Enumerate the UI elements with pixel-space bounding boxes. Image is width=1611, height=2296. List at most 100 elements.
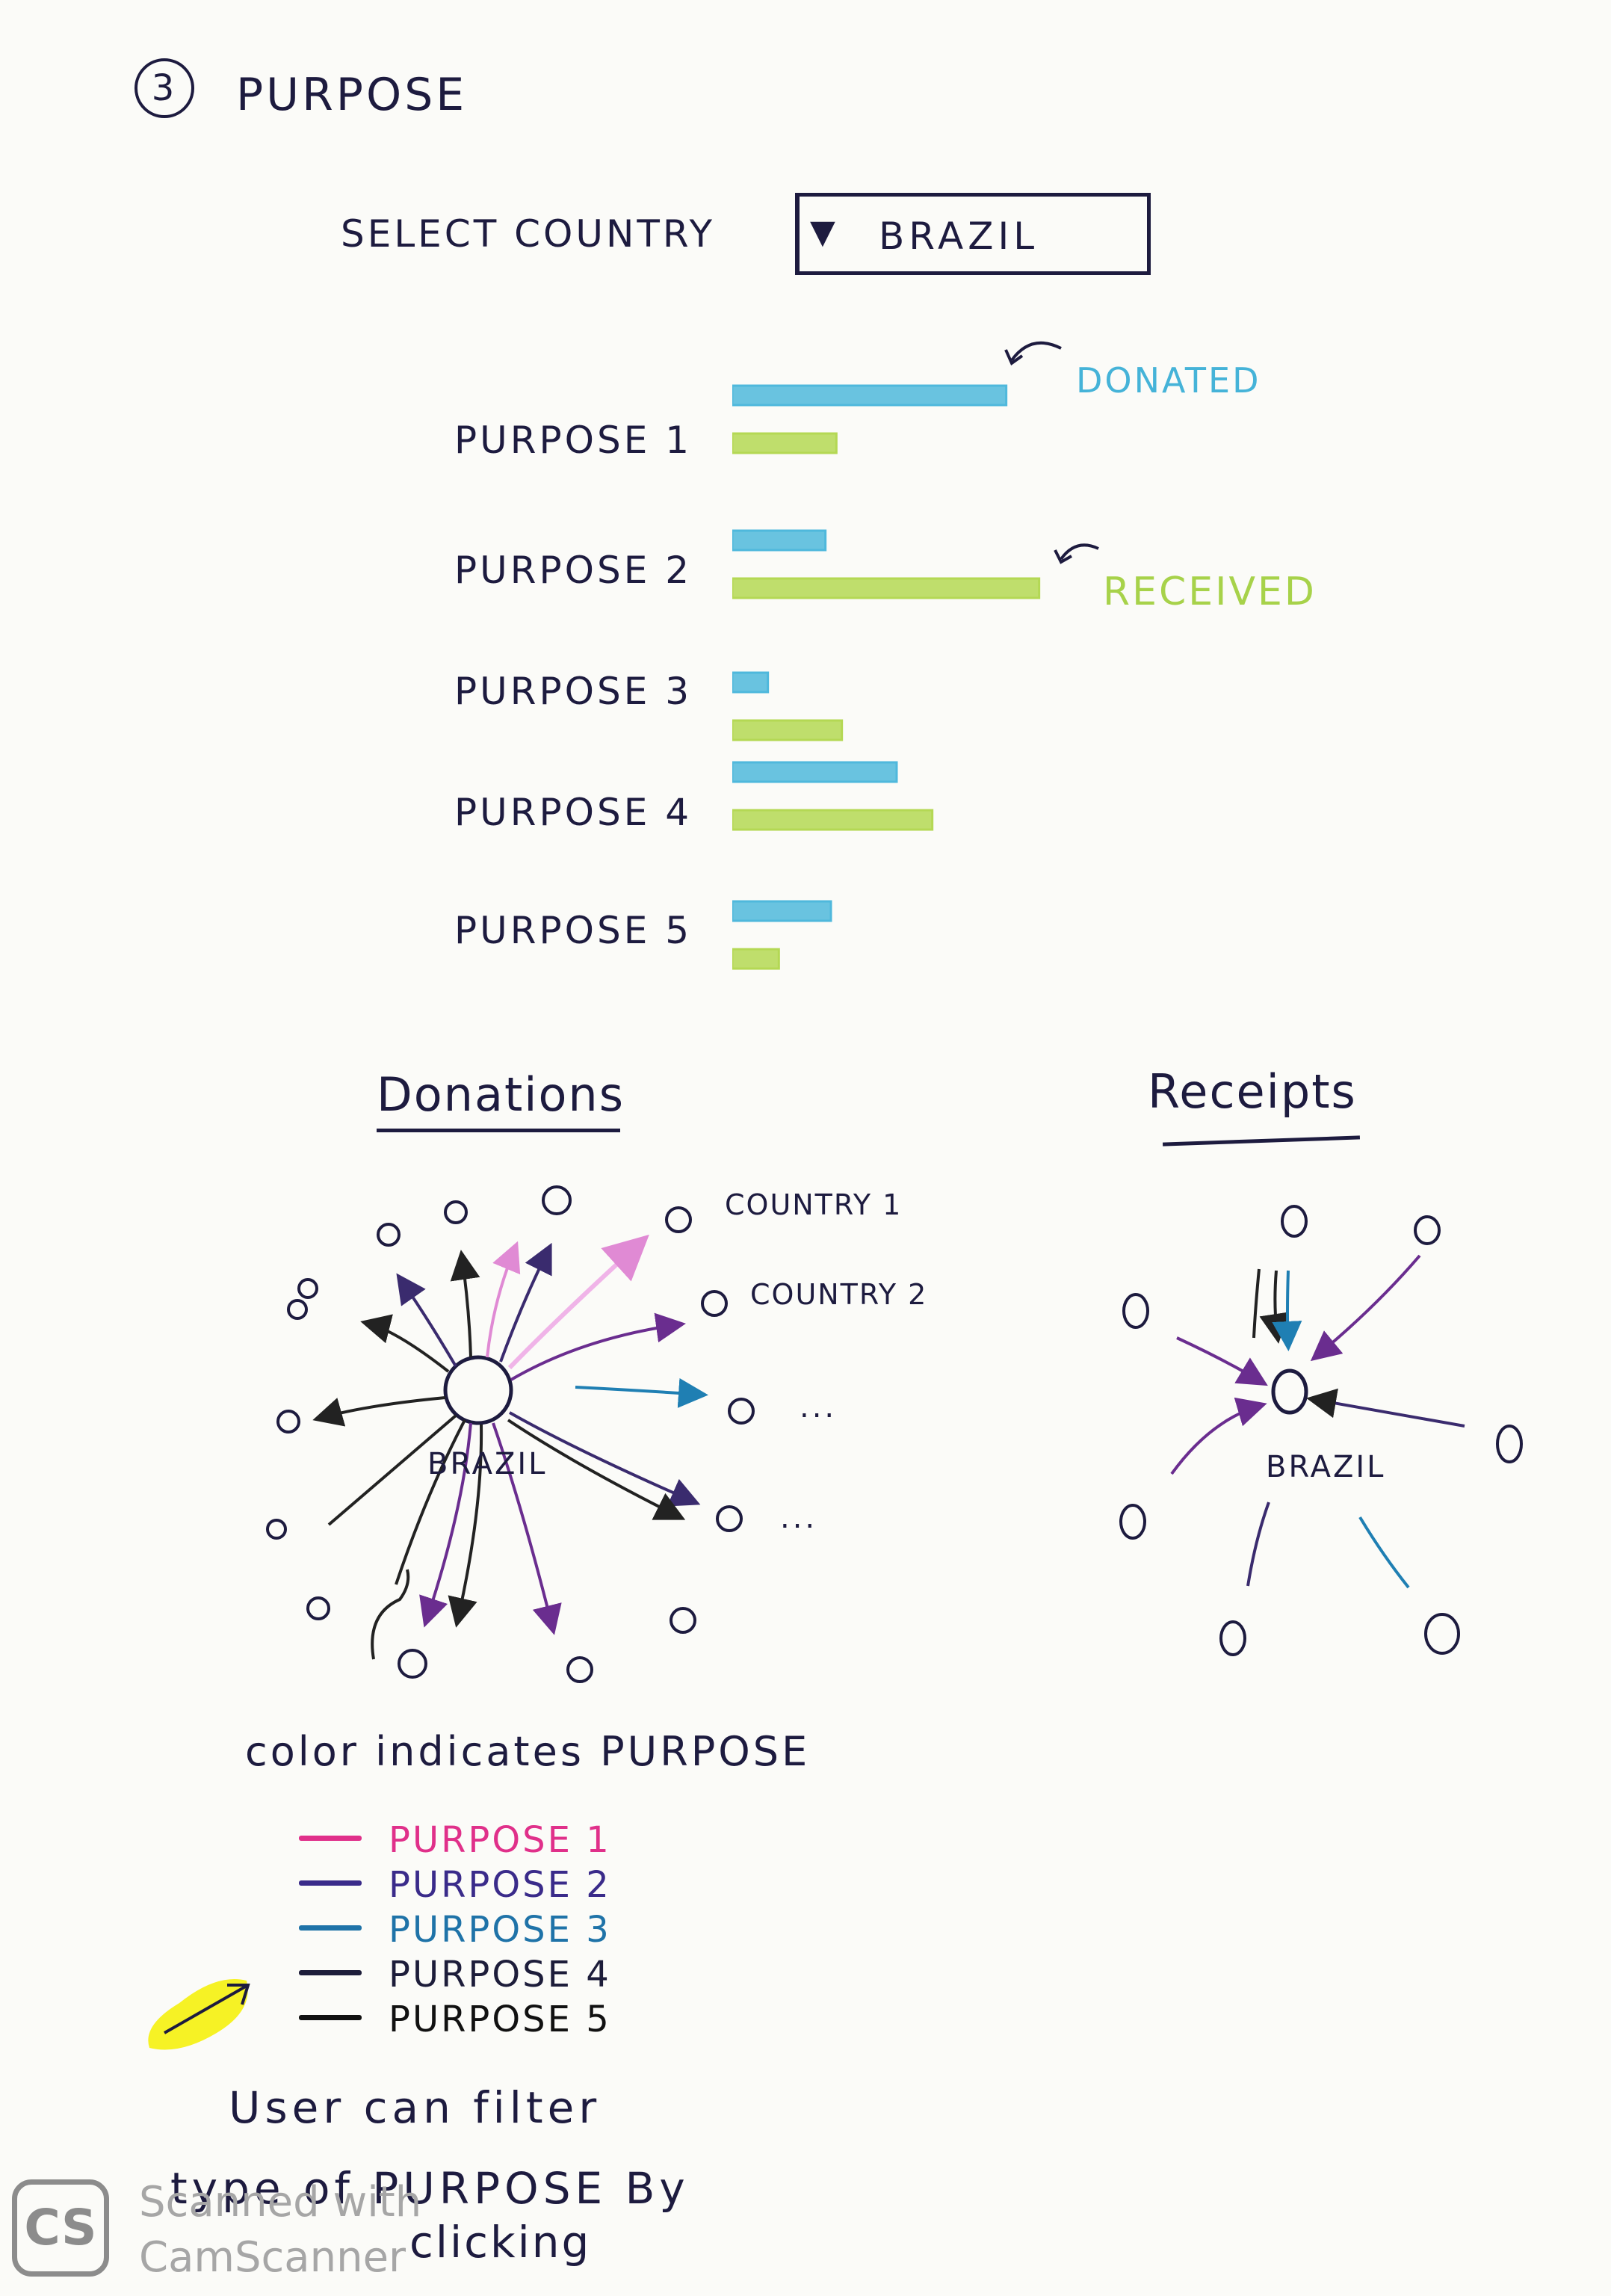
receipt-edge[interactable]	[1259, 1270, 1290, 1344]
country-node[interactable]	[1122, 1293, 1149, 1329]
donated-bar[interactable]	[732, 384, 1008, 407]
country-node[interactable]	[1496, 1425, 1523, 1463]
country-label: COUNTRY 2	[750, 1278, 928, 1311]
received-annotation: RECEIVED	[1103, 570, 1317, 614]
receipt-edge[interactable]	[1306, 1388, 1465, 1428]
country-node[interactable]	[276, 1410, 300, 1434]
received-bar[interactable]	[732, 577, 1041, 599]
bar-category-label: PURPOSE 3	[454, 670, 693, 713]
receipt-edge[interactable]	[1246, 1502, 1270, 1587]
donation-edge[interactable]	[396, 1273, 457, 1368]
purpose-bar-chart	[732, 384, 1041, 970]
donated-bar[interactable]	[732, 529, 827, 552]
receipts-title-underline	[1162, 1135, 1361, 1147]
pointer-arrow-icon	[148, 1979, 250, 2050]
country-node[interactable]	[377, 1223, 401, 1247]
bar-category-label: PURPOSE 1	[454, 419, 693, 462]
donation-edge[interactable]	[312, 1396, 446, 1427]
donation-edge[interactable]	[395, 1419, 466, 1585]
received-bar[interactable]	[732, 809, 934, 831]
country-node[interactable]	[398, 1649, 427, 1679]
donations-network-diagram	[266, 1185, 755, 1683]
donation-edge[interactable]	[507, 1419, 686, 1520]
country-node[interactable]	[542, 1185, 572, 1215]
donated-bar[interactable]	[732, 900, 832, 922]
country-node[interactable]	[1219, 1620, 1246, 1656]
donated-bar[interactable]	[732, 761, 898, 783]
legend-item-purpose-5[interactable]: PURPOSE 5	[299, 1999, 672, 2040]
country-node[interactable]	[287, 1299, 308, 1320]
receipt-edge[interactable]	[1252, 1268, 1261, 1339]
country-select-dropdown[interactable]: ▼ BRAZIL	[795, 193, 1151, 275]
dropdown-caret-icon: ▼	[810, 213, 838, 251]
page-number-badge: 3	[134, 58, 194, 118]
selected-country-value: BRAZIL	[879, 215, 1039, 258]
legend-item-purpose-4[interactable]: PURPOSE 4	[299, 1954, 672, 1996]
received-bar[interactable]	[732, 948, 780, 970]
country-node[interactable]	[566, 1656, 593, 1683]
receipt-edge[interactable]	[1176, 1336, 1268, 1386]
legend-item-purpose-3[interactable]: PURPOSE 3	[299, 1909, 672, 1951]
donation-edge[interactable]	[575, 1377, 708, 1408]
legend-label: PURPOSE 3	[389, 1909, 611, 1951]
received-bar[interactable]	[732, 432, 838, 454]
donated-pointer-arrow-icon	[1004, 341, 1062, 366]
receipt-edge[interactable]	[1310, 1254, 1421, 1362]
donations-section-title: Donations	[377, 1067, 625, 1122]
country-node[interactable]	[665, 1206, 692, 1233]
brazil-center-node[interactable]	[443, 1355, 513, 1425]
receipt-edge[interactable]	[1272, 1270, 1302, 1351]
donation-edge[interactable]	[492, 1422, 562, 1635]
brazil-center-node[interactable]	[1271, 1368, 1308, 1415]
color-legend-note: color indicates PURPOSE	[245, 1728, 811, 1775]
filter-note-line2: type of PURPOSE By	[170, 2163, 690, 2214]
receipt-edge[interactable]	[1170, 1397, 1267, 1475]
receipts-network-diagram	[1119, 1205, 1523, 1656]
received-bar[interactable]	[732, 719, 844, 741]
donated-bar[interactable]	[732, 671, 770, 694]
donations-title-underline	[377, 1129, 620, 1132]
receipts-section-title: Receipts	[1148, 1064, 1357, 1119]
country-node[interactable]	[1119, 1504, 1146, 1540]
watermark-text: Scanned with	[139, 2178, 422, 2226]
filter-note-line1: User can filter	[229, 2082, 602, 2133]
donation-edge[interactable]	[450, 1250, 480, 1358]
country-node[interactable]	[670, 1607, 696, 1634]
legend-label: PURPOSE 5	[389, 1999, 611, 2040]
donation-edge[interactable]	[360, 1314, 450, 1373]
more-countries-ellipsis: ...	[780, 1501, 818, 1535]
more-countries-ellipsis: ...	[800, 1390, 838, 1425]
donation-edge[interactable]	[419, 1422, 472, 1628]
donations-center-label: BRAZIL	[427, 1447, 548, 1481]
receipt-edge[interactable]	[1358, 1516, 1410, 1589]
bar-category-label: PURPOSE 4	[454, 791, 693, 834]
donation-edge[interactable]	[499, 1242, 552, 1363]
legend-item-purpose-1[interactable]: PURPOSE 1	[299, 1819, 672, 1861]
donation-edge[interactable]	[448, 1424, 483, 1628]
donation-edge[interactable]	[509, 1411, 701, 1507]
donation-edge[interactable]	[510, 1312, 686, 1381]
receipts-center-label: BRAZIL	[1266, 1450, 1386, 1484]
country-node[interactable]	[701, 1290, 728, 1317]
received-pointer-arrow-icon	[1054, 543, 1099, 564]
legend-item-purpose-2[interactable]: PURPOSE 2	[299, 1864, 672, 1906]
country-node[interactable]	[728, 1398, 755, 1425]
country-node[interactable]	[297, 1278, 318, 1299]
country-node[interactable]	[1414, 1215, 1441, 1245]
country-label: COUNTRY 1	[725, 1188, 903, 1221]
donation-edge[interactable]	[507, 1234, 649, 1370]
country-node[interactable]	[1281, 1205, 1308, 1238]
legend-label: PURPOSE 4	[389, 1954, 611, 1996]
donation-edge[interactable]	[486, 1241, 521, 1358]
country-node[interactable]	[716, 1505, 743, 1532]
country-node[interactable]	[444, 1200, 468, 1224]
donation-edge[interactable]	[371, 1569, 410, 1660]
legend-swatch	[299, 1970, 362, 1975]
donation-edge[interactable]	[327, 1414, 457, 1526]
bar-category-label: PURPOSE 5	[454, 909, 693, 952]
country-node[interactable]	[306, 1596, 330, 1620]
watermark-text: CamScanner	[139, 2233, 406, 2282]
country-node[interactable]	[266, 1519, 287, 1540]
country-node[interactable]	[1424, 1613, 1460, 1655]
